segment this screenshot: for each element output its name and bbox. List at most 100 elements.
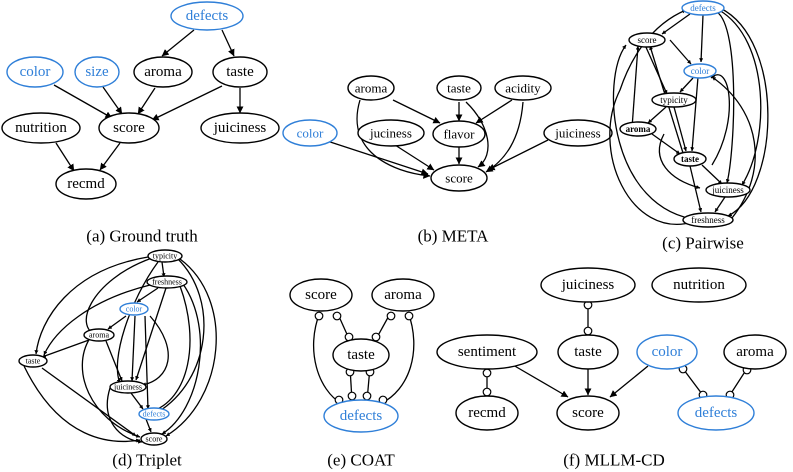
node-defects-label: defects xyxy=(143,410,166,419)
node-taste: taste xyxy=(557,334,619,370)
node-juiciness-label: juiciness xyxy=(213,120,267,136)
panel-pairwise: defects score color typicity aroma taste… xyxy=(609,0,769,253)
caption-ground-truth: (a) Ground truth xyxy=(86,227,198,246)
node-aroma-label: aroma xyxy=(144,64,182,80)
edges-pairwise xyxy=(609,7,769,225)
circle-endpoint xyxy=(386,311,396,321)
panel-coat: score aroma taste defects (e) COAT xyxy=(289,278,435,470)
node-score-label: score xyxy=(146,435,163,444)
node-color-label: color xyxy=(652,344,683,360)
node-nutrition-label: nutrition xyxy=(673,277,725,293)
edges-triplet xyxy=(23,256,217,444)
node-freshness: freshness xyxy=(146,275,188,289)
node-juiciness-label: juiciness xyxy=(711,185,744,195)
node-score: score xyxy=(98,112,160,144)
node-recmd: recmd xyxy=(55,168,117,200)
node-score: score xyxy=(628,32,666,48)
panel-triplet: typicity freshness color aroma taste jui… xyxy=(18,249,217,470)
node-freshness-label: freshness xyxy=(152,278,182,287)
node-taste-label: taste xyxy=(447,81,471,96)
circle-endpoint xyxy=(332,311,342,321)
node-taste-label: taste xyxy=(574,344,602,360)
node-taste: taste xyxy=(212,56,268,88)
node-color-label: color xyxy=(126,305,143,314)
node-score-label: score xyxy=(572,405,604,421)
node-sentiment-label: sentiment xyxy=(458,344,517,360)
node-score-label: score xyxy=(113,120,145,136)
node-defects: defects xyxy=(323,399,399,433)
node-taste-label: taste xyxy=(347,347,375,363)
node-taste: taste xyxy=(436,75,482,101)
node-nutrition: nutrition xyxy=(1,112,81,144)
node-aroma: aroma xyxy=(83,328,115,342)
node-juiciness: juiciness xyxy=(109,380,147,394)
node-defects-label: defects xyxy=(340,408,383,424)
panel-mllm-cd: juiciness nutrition sentiment taste colo… xyxy=(436,267,787,470)
node-defects-label: defects xyxy=(186,8,229,24)
node-juiciness: juiciness xyxy=(540,267,636,303)
node-flavor: flavor xyxy=(432,120,486,148)
node-defects: defects xyxy=(681,0,725,16)
caption-mllm-cd: (f) MLLM-CD xyxy=(563,451,665,470)
node-recmd: recmd xyxy=(455,395,519,431)
node-juiciness: juiciness xyxy=(200,112,280,144)
circle-endpoint xyxy=(314,311,324,321)
node-juiciness-label: juiciness xyxy=(554,126,601,141)
node-taste-label: taste xyxy=(681,154,699,164)
node-score-label: score xyxy=(305,287,337,303)
edges-meta xyxy=(317,99,549,179)
node-color: color xyxy=(636,334,698,370)
node-aroma-label: aroma xyxy=(626,124,651,134)
node-defects: defects xyxy=(170,1,244,31)
node-recmd-label: recmd xyxy=(468,405,506,421)
node-flavor-label: flavor xyxy=(443,127,475,142)
node-taste-label: taste xyxy=(226,64,254,80)
node-juiciness-label: juiciness xyxy=(561,277,615,293)
node-aroma-label: aroma xyxy=(89,331,109,340)
node-score-label: score xyxy=(638,35,657,45)
caption-pairwise: (c) Pairwise xyxy=(662,234,744,253)
node-defects-label: defects xyxy=(695,405,738,421)
node-freshness-label: freshness xyxy=(691,215,725,225)
node-acidity-label: acidity xyxy=(505,81,541,96)
node-taste: taste xyxy=(332,338,390,372)
circle-endpoint xyxy=(583,326,593,336)
node-sentiment: sentiment xyxy=(436,334,538,370)
edges-ground-truth xyxy=(53,29,244,172)
node-aroma: aroma xyxy=(619,121,657,137)
node-score: score xyxy=(140,432,168,446)
caption-triplet: (d) Triplet xyxy=(112,451,182,470)
node-defects-label: defects xyxy=(690,3,716,13)
node-recmd-label: recmd xyxy=(67,176,105,192)
node-aroma-label: aroma xyxy=(355,81,388,96)
node-color-label: color xyxy=(20,64,51,80)
node-defects: defects xyxy=(138,407,170,421)
node-juiciness: juiciness xyxy=(705,182,751,198)
node-typicity: typicity xyxy=(651,92,697,108)
circle-endpoint xyxy=(482,368,492,378)
node-juiciness: juiciness xyxy=(543,119,613,147)
node-aroma: aroma xyxy=(371,278,435,312)
node-color: color xyxy=(282,119,338,147)
caption-meta: (b) META xyxy=(418,227,490,246)
node-aroma: aroma xyxy=(723,334,787,370)
panel-meta: aroma taste acidity color juciness flavo… xyxy=(282,75,613,246)
node-nutrition-label: nutrition xyxy=(15,120,67,136)
node-typicity-label: typicity xyxy=(153,252,177,261)
node-aroma-label: aroma xyxy=(736,344,774,360)
node-color-label: color xyxy=(691,66,710,76)
node-color: color xyxy=(683,63,717,79)
node-acidity: acidity xyxy=(494,75,552,101)
circle-endpoint xyxy=(371,332,381,342)
node-score-label: score xyxy=(445,171,473,186)
node-nutrition: nutrition xyxy=(651,267,747,303)
circle-endpoint xyxy=(347,391,357,401)
node-freshness: freshness xyxy=(682,212,734,228)
node-score: score xyxy=(556,395,620,431)
node-typicity-label: typicity xyxy=(660,95,688,105)
node-color: color xyxy=(6,56,64,88)
node-taste-label: taste xyxy=(26,357,41,366)
node-juciness: juciness xyxy=(357,119,425,147)
node-color-label: color xyxy=(297,126,324,141)
circle-endpoint xyxy=(362,391,372,401)
